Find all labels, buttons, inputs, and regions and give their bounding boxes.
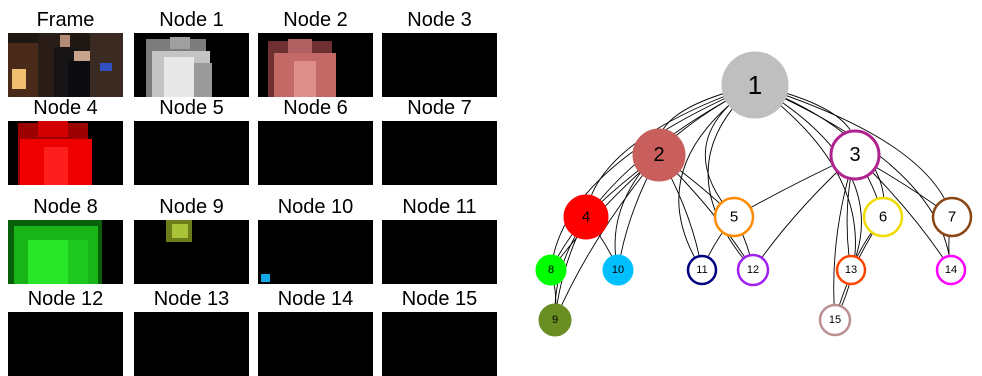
panel-pixel-block <box>44 147 68 185</box>
graph-node-12: 12 <box>736 253 770 287</box>
node-label: 1 <box>748 70 762 100</box>
graph-node-9: 9 <box>538 303 572 337</box>
node-activation-map <box>382 220 497 284</box>
node-label: 14 <box>945 264 957 276</box>
node-circle <box>818 303 852 337</box>
panel-pixel-block <box>100 63 112 71</box>
edge-1-9 <box>554 84 756 321</box>
node-label: 2 <box>653 144 664 166</box>
node-label: 12 <box>747 264 759 276</box>
panel-label: Node 15 <box>401 288 478 310</box>
graph-node-15: 15 <box>818 303 852 337</box>
node-activation-map <box>134 33 249 97</box>
node-activation-map <box>8 220 123 284</box>
panel-label: Frame <box>36 9 95 31</box>
panel-pixel-block <box>38 121 68 137</box>
panel-label: Node 9 <box>159 196 224 218</box>
graph-node-4: 4 <box>563 194 609 240</box>
node-activation-map <box>134 312 249 376</box>
graph-node-5: 5 <box>713 196 755 238</box>
node-circle <box>935 254 967 286</box>
panel-pixel-block <box>194 63 212 97</box>
panel-pixel-block <box>74 51 90 61</box>
frame-image <box>8 33 123 97</box>
graph-node-8: 8 <box>535 254 567 286</box>
node-activation-map <box>134 121 249 185</box>
node-activation-map <box>8 121 123 185</box>
panel-label: Node 1 <box>159 9 224 31</box>
node-circle <box>862 196 904 238</box>
node-activation-map <box>258 121 373 185</box>
node-activation-map <box>258 220 373 284</box>
panel-label: Node 5 <box>159 97 224 119</box>
panel-pixel-block <box>294 61 316 97</box>
panel-pixel-block <box>12 69 26 89</box>
panel-pixel-block <box>68 61 90 97</box>
graph-node-13: 13 <box>835 254 867 286</box>
node-circle <box>931 196 973 238</box>
node-circle <box>721 51 789 119</box>
node-label: 6 <box>879 209 887 226</box>
graph-node-2: 2 <box>632 128 686 182</box>
node-label: 4 <box>582 209 590 226</box>
graph-node-6: 6 <box>862 196 904 238</box>
node-activation-map <box>134 220 249 284</box>
node-circle <box>563 194 609 240</box>
panel-pixel-block <box>172 224 188 238</box>
panel-label: Node 2 <box>283 9 348 31</box>
node-circle <box>602 254 634 286</box>
node-activation-map <box>382 121 497 185</box>
node-activation-map <box>258 312 373 376</box>
node-label: 8 <box>548 264 554 276</box>
node-circle <box>713 196 755 238</box>
node-label: 13 <box>845 264 857 276</box>
node-activation-map <box>382 33 497 97</box>
panel-pixel-block <box>288 39 312 53</box>
node-label: 3 <box>849 144 860 166</box>
panel-label: Node 4 <box>33 97 98 119</box>
node-label: 5 <box>730 209 738 226</box>
panel-label: Node 6 <box>283 97 348 119</box>
node-circle <box>736 253 770 287</box>
node-circle <box>535 254 567 286</box>
node-activation-map <box>8 312 123 376</box>
node-circle <box>632 128 686 182</box>
graph-node-14: 14 <box>935 254 967 286</box>
node-label: 9 <box>552 314 558 326</box>
panel-label: Node 10 <box>277 196 354 218</box>
node-activation-map <box>382 312 497 376</box>
panel-label: Node 14 <box>277 288 354 310</box>
panel-label: Node 3 <box>407 9 472 31</box>
graph-node-10: 10 <box>602 254 634 286</box>
panel-label: Node 13 <box>153 288 230 310</box>
edge-2-9 <box>554 154 660 321</box>
edge-1-14 <box>754 84 952 271</box>
node-circle <box>829 129 881 181</box>
panel-pixel-block <box>164 57 194 97</box>
node-circle <box>538 303 572 337</box>
node-label: 10 <box>612 264 624 276</box>
node-label: 15 <box>829 314 841 326</box>
panel-label: Node 12 <box>27 288 104 310</box>
panel-label: Node 11 <box>402 196 477 218</box>
node-circle <box>686 254 718 286</box>
node-label: 11 <box>696 264 707 276</box>
panel-pixel-block <box>60 35 70 47</box>
node-circle <box>835 254 867 286</box>
graph-node-3: 3 <box>829 129 881 181</box>
node-label: 7 <box>948 209 956 226</box>
panel-pixel-block <box>68 240 88 284</box>
graph-node-11: 11 <box>686 254 718 286</box>
graph-node-1: 1 <box>721 51 789 119</box>
panel-pixel-block <box>170 37 190 49</box>
panel-label: Node 8 <box>33 196 98 218</box>
panel-label: Node 7 <box>407 97 472 119</box>
node-activation-map <box>258 33 373 97</box>
panel-pixel-block <box>261 274 270 282</box>
edge-1-8 <box>550 84 756 271</box>
graph-node-7: 7 <box>931 196 973 238</box>
